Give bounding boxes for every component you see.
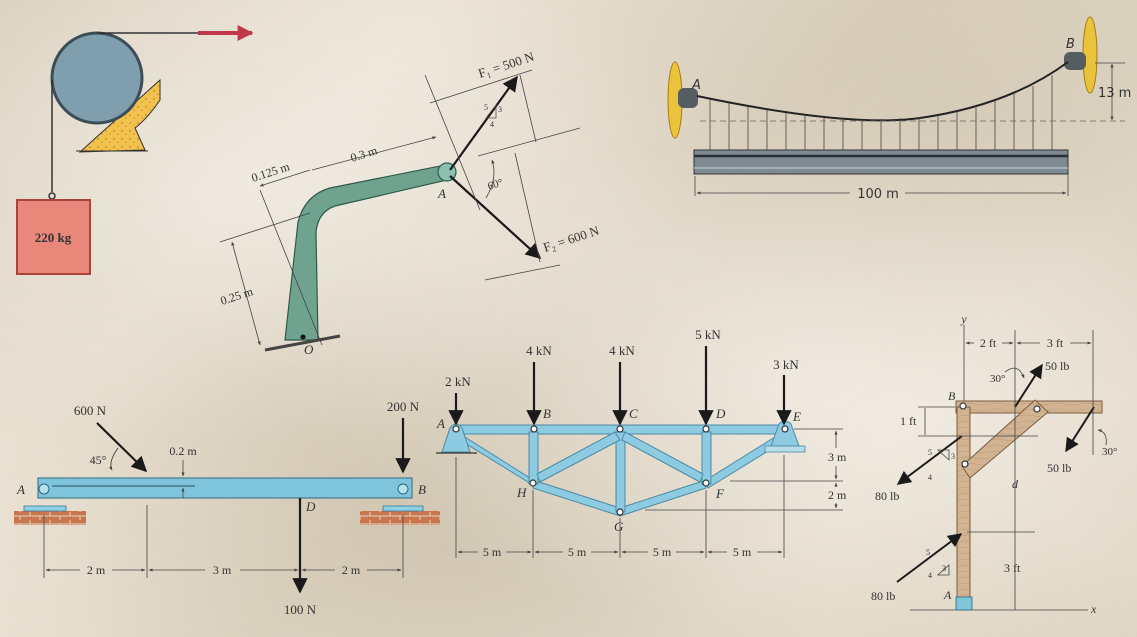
roller-B: [397, 483, 409, 495]
force-50lb-up-arrow-icon: [1014, 363, 1043, 408]
node-H-label: H: [516, 485, 527, 500]
slope-upper-rise: 3: [951, 452, 955, 461]
node-B-label: B: [543, 406, 551, 421]
slope-lower-rise: 3: [942, 564, 946, 573]
truss-span-2-label: 5 m: [568, 545, 587, 559]
dim-03-label: 0.3 m: [349, 143, 380, 165]
frame-point-A-label: A: [943, 588, 952, 602]
slope-upper-hyp: 5: [928, 448, 932, 457]
slope-run: 4: [490, 120, 494, 129]
truss-figure: 2 kN 4 kN 4 kN 5 kN 3 kN A B C D E F G H…: [436, 327, 847, 559]
anchor-B: [1064, 52, 1086, 70]
anchor-A: [678, 88, 698, 108]
dim-3ft-top-label: 3 ft: [1047, 336, 1064, 350]
force-80lb-lower-label: 80 lb: [871, 589, 895, 603]
angle-30-a-label: 30°: [990, 373, 1005, 385]
beam: [37, 477, 413, 499]
axis-y-label: y: [960, 312, 967, 326]
pulley-figure: 220 kg: [16, 25, 254, 275]
axis-x-label: x: [1090, 602, 1097, 616]
bridge-deck: [693, 149, 1069, 175]
force-80lb-upper-arrow-icon: [896, 435, 963, 485]
force-50lb-up-label: 50 lb: [1045, 359, 1069, 373]
dim-1ft-label: 1 ft: [900, 414, 917, 428]
load-4kN-C-label: 4 kN: [609, 343, 635, 358]
force-80lb-upper-label: 80 lb: [875, 489, 899, 503]
force-100N-label: 100 N: [284, 602, 317, 617]
base-support-A: [955, 596, 973, 611]
slope-hyp: 5: [484, 103, 488, 112]
diagonal-brace: [961, 399, 1049, 479]
pulley-drum: [50, 31, 144, 125]
angle-45-label: 45°: [90, 453, 107, 467]
force-600N-arrow-icon: [96, 422, 148, 473]
angle-60-label: 60°: [486, 177, 504, 193]
slope-lower-run: 4: [928, 571, 932, 580]
sag-label: 13 m: [1098, 86, 1131, 101]
point-O-label: O: [304, 342, 314, 357]
point-O-marker: [300, 334, 306, 340]
force-F1-label: F₁ = 500 N: [476, 49, 536, 81]
main-cable: [696, 61, 1069, 122]
right-brick-support: [360, 511, 440, 525]
span-label: 100 m: [857, 187, 899, 202]
node-D-label: D: [715, 406, 726, 421]
frame-figure: y x 2 ft 3 ft 1 ft 3 ft d 50 lb 50 lb 30…: [871, 312, 1117, 616]
truss-members: [454, 424, 789, 517]
cable-point-B-label: B: [1066, 37, 1075, 52]
force-600N-label: 600 N: [74, 403, 107, 418]
node-G-label: G: [614, 519, 624, 534]
span-1-label: 2 m: [87, 563, 106, 577]
mass-block: [16, 199, 91, 275]
beam-point-A-label: A: [16, 482, 25, 497]
angle-30-b-label: 30°: [1102, 446, 1117, 458]
force-200N-label: 200 N: [387, 399, 420, 414]
span-3-label: 2 m: [342, 563, 361, 577]
span-2-label: 3 m: [213, 563, 232, 577]
slope-rise: 3: [498, 105, 502, 114]
base-plate: [264, 334, 341, 352]
slope-lower-hyp: 5: [926, 548, 930, 557]
dim-025-label: 0.25 m: [219, 284, 256, 308]
node-C-label: C: [629, 406, 638, 421]
node-E-label: E: [792, 409, 801, 424]
load-2kN-label: 2 kN: [445, 374, 471, 389]
beam-figure: 600 N 45° 0.2 m 200 N 100 N A B D 2 m 3 …: [14, 399, 440, 617]
truss-joints: [452, 425, 789, 516]
truss-span-4-label: 5 m: [733, 545, 752, 559]
frame-point-B-label: B: [948, 389, 956, 403]
dim-3ft-label: 3 ft: [1004, 561, 1021, 575]
dim-2ft-label: 2 ft: [980, 336, 997, 350]
truss-span-3-label: 5 m: [653, 545, 672, 559]
height-upper-label: 3 m: [828, 450, 847, 464]
force-50lb-down-label: 50 lb: [1047, 461, 1071, 475]
load-4kN-B-label: 4 kN: [526, 343, 552, 358]
force-F2-arrow-icon: [449, 175, 542, 260]
left-brick-support: [14, 511, 86, 525]
force-F1-arrow-icon: [449, 75, 518, 171]
height-lower-label: 2 m: [828, 488, 847, 502]
node-A-label: A: [436, 416, 445, 431]
load-3kN-label: 3 kN: [773, 357, 799, 372]
force-80lb-lower-arrow-icon: [896, 533, 963, 583]
point-A-label: A: [437, 186, 446, 201]
cable-figure: A B 13 m 100 m: [667, 16, 1131, 202]
beam-point-D-label: D: [305, 499, 316, 514]
dim-d-label: d: [1012, 477, 1019, 491]
pin-A: [38, 483, 50, 495]
cable-point-A-label: A: [691, 78, 701, 93]
dim-02-label: 0.2 m: [169, 444, 197, 458]
mass-label: 220 kg: [35, 230, 72, 245]
truss-span-1-label: 5 m: [483, 545, 502, 559]
dim-0125-label: 0.125 m: [250, 159, 292, 185]
load-5kN-label: 5 kN: [695, 327, 721, 342]
node-F-label: F: [715, 486, 725, 501]
force-50lb-down-arrow-icon: [1065, 406, 1095, 453]
beam-point-B-label: B: [418, 482, 426, 497]
slope-upper-run: 4: [928, 473, 932, 482]
force-F2-label: F₂ = 600 N: [541, 223, 601, 255]
hangers: [709, 75, 1053, 150]
bracket-figure: 5 3 4 F₁ = 500 N F₂ = 600 N 0.125 m 0.3 …: [219, 49, 602, 357]
